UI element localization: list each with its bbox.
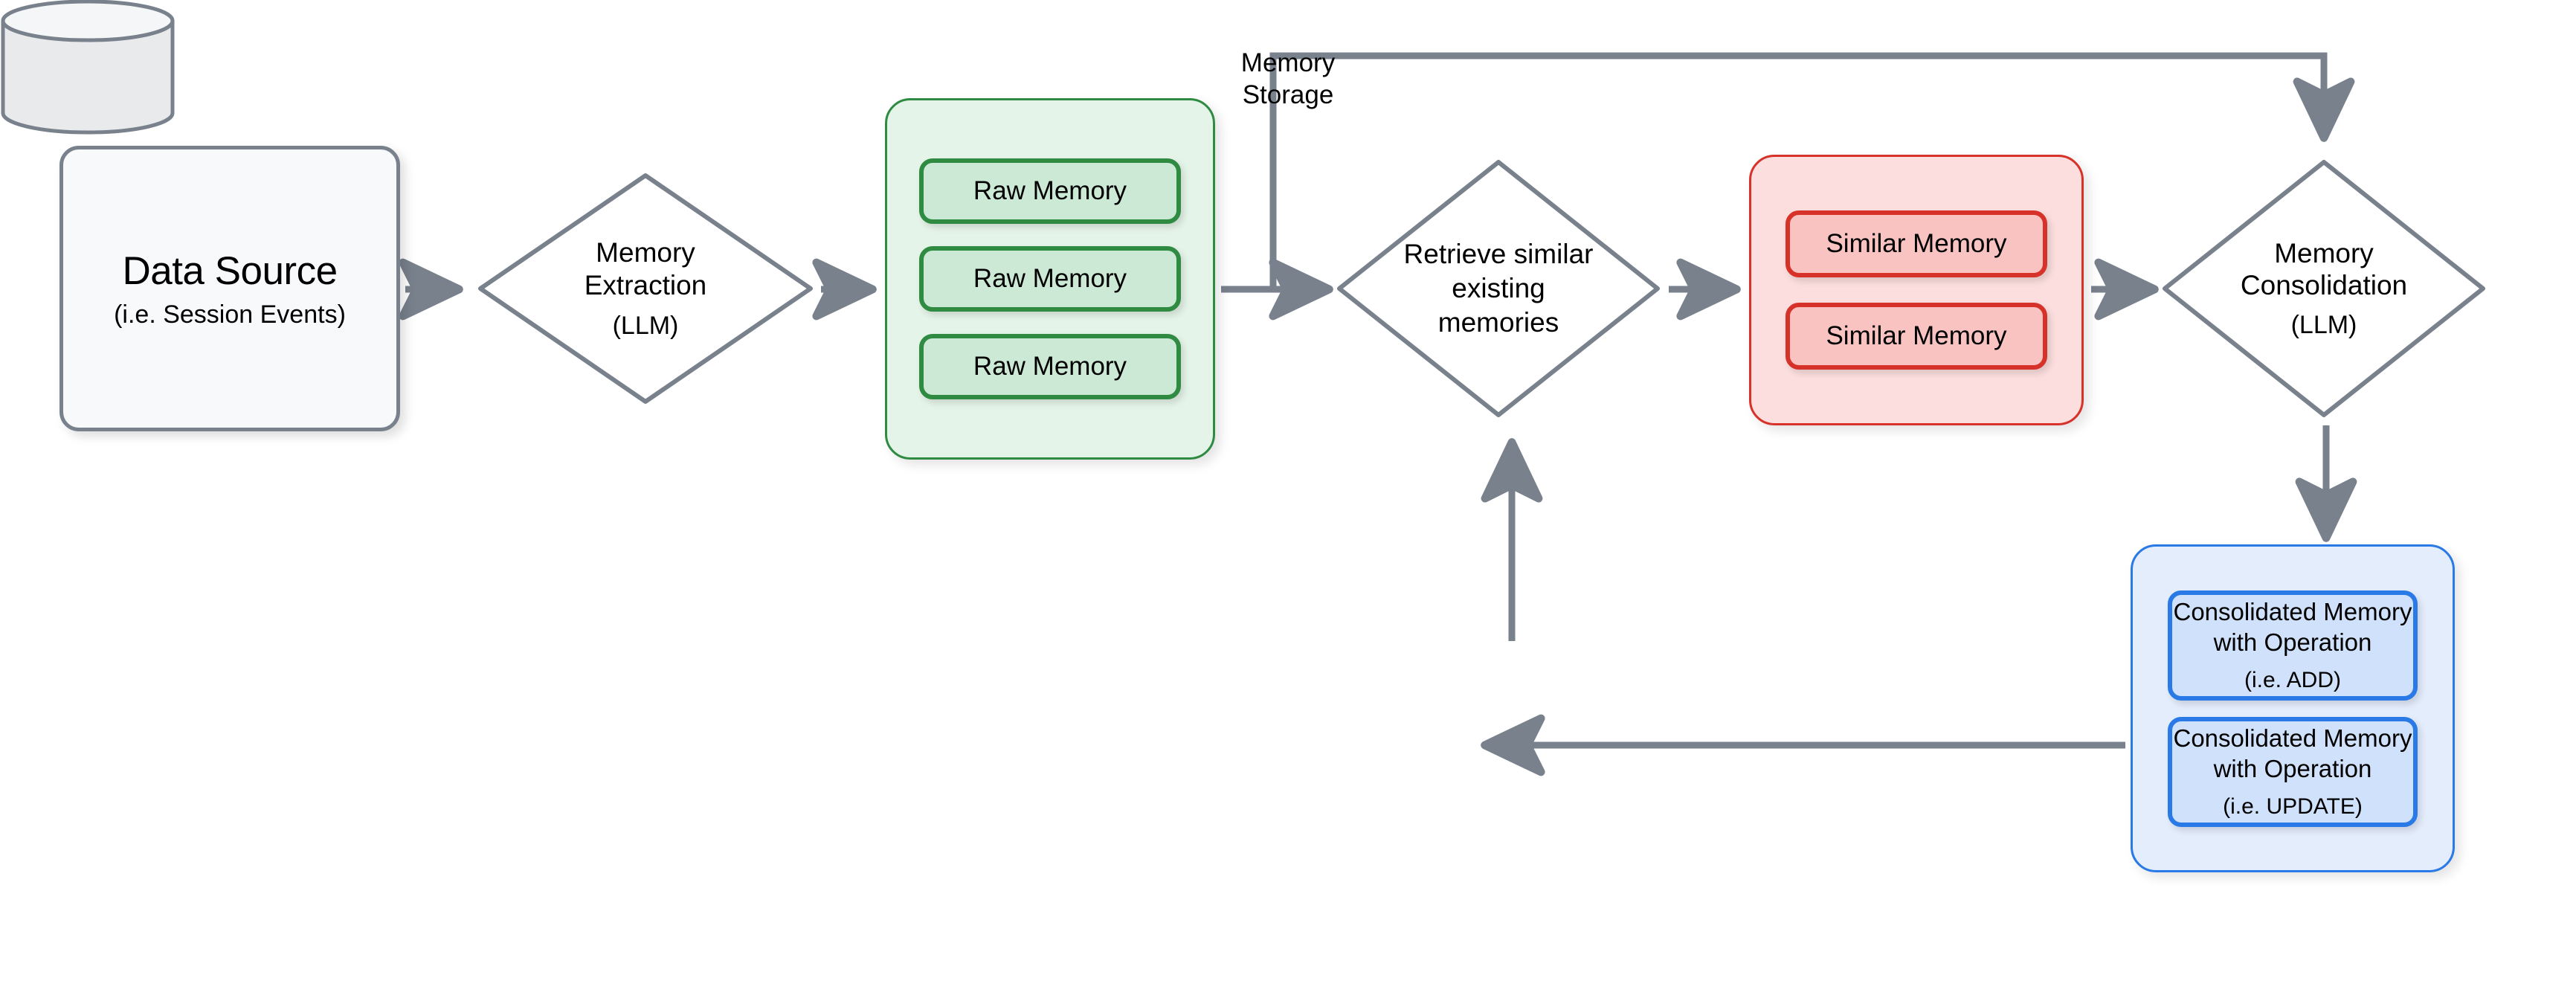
raw-memory-chip[interactable]: Raw Memory <box>919 158 1181 224</box>
consolidated-memory-line2: with Operation <box>2213 628 2372 656</box>
consolidated-memory-operation: (i.e. ADD) <box>2244 667 2342 692</box>
node-memory-consolidation[interactable]: Memory Consolidation (LLM) <box>2160 158 2488 419</box>
similar-memory-chip[interactable]: Similar Memory <box>1786 210 2047 277</box>
raw-memory-chip[interactable]: Raw Memory <box>919 334 1181 399</box>
consolidated-memory-chip[interactable]: Consolidated Memory with Operation (i.e.… <box>2168 716 2418 827</box>
raw-memory-label: Raw Memory <box>973 352 1127 381</box>
raw-memory-label: Raw Memory <box>973 176 1127 205</box>
raw-memory-label: Raw Memory <box>973 264 1127 293</box>
consolidated-memory-chip[interactable]: Consolidated Memory with Operation (i.e.… <box>2168 590 2418 701</box>
consolidated-memory-line1: Consolidated Memory <box>2173 724 2412 753</box>
similar-memory-label: Similar Memory <box>1826 229 2007 258</box>
consolidated-memory-line2: with Operation <box>2213 754 2372 782</box>
consolidated-memory-operation: (i.e. UPDATE) <box>2223 794 2363 819</box>
raw-memory-chip[interactable]: Raw Memory <box>919 246 1181 312</box>
group-raw-memory[interactable]: Raw Memory Raw Memory Raw Memory <box>885 98 1215 460</box>
group-similar-memory[interactable]: Similar Memory Similar Memory <box>1749 155 2084 425</box>
node-memory-storage[interactable]: Memory Storage <box>0 0 1335 135</box>
node-data-source[interactable]: Data Source (i.e. Session Events) <box>59 146 400 431</box>
similar-memory-label: Similar Memory <box>1826 321 2007 350</box>
database-cylinder-icon <box>1 0 175 135</box>
diamond-shape <box>478 173 813 404</box>
node-retrieve-similar-memories[interactable]: Retrieve similar existing memories <box>1335 158 1662 419</box>
memory-storage-line2: Storage <box>1242 80 1334 109</box>
edge-raw-memory-to-memory-consolidation-feedback <box>1269 52 2355 289</box>
similar-memory-chip[interactable]: Similar Memory <box>1786 303 2047 370</box>
consolidated-memory-line1: Consolidated Memory <box>2173 598 2412 626</box>
diamond-shape <box>1337 160 1660 417</box>
data-source-subtitle: (i.e. Session Events) <box>114 300 346 329</box>
group-consolidated-memory[interactable]: Consolidated Memory with Operation (i.e.… <box>2131 544 2455 872</box>
memory-storage-line1: Memory <box>1240 48 1336 78</box>
data-source-title: Data Source <box>122 248 338 293</box>
diamond-shape <box>2163 160 2485 417</box>
node-memory-extraction[interactable]: Memory Extraction (LLM) <box>476 171 815 406</box>
